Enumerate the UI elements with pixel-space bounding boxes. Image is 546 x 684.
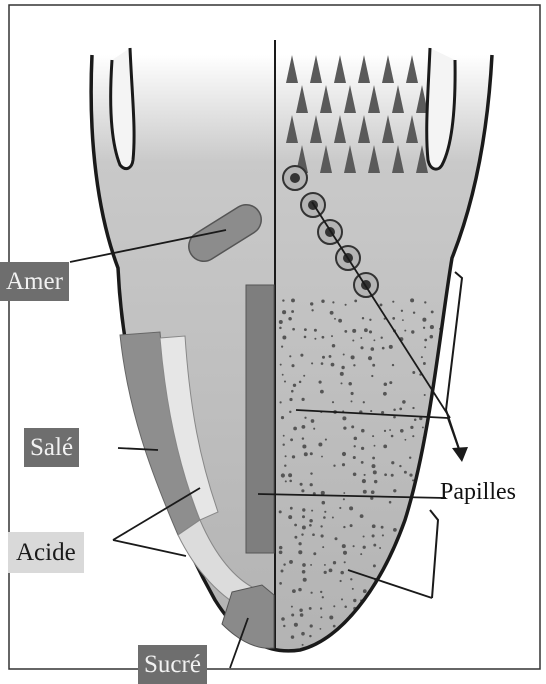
- label-sucre: Sucré: [138, 645, 207, 684]
- label-papilles: Papilles: [440, 480, 516, 504]
- label-amer: Amer: [0, 262, 69, 301]
- papilles-arrow-head: [452, 447, 468, 462]
- label-sale: Salé: [24, 428, 79, 467]
- papilles-arrow: [448, 418, 460, 452]
- left-notch: [111, 48, 134, 169]
- central-bar: [246, 285, 274, 553]
- label-acide: Acide: [8, 532, 84, 573]
